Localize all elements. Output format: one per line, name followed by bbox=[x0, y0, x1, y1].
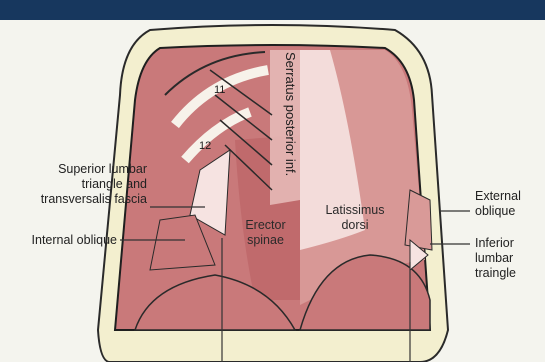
label-internal-oblique: Internal oblique bbox=[32, 233, 117, 248]
external-oblique-muscle bbox=[405, 190, 432, 250]
region-latissimus: Latissimus dorsi bbox=[320, 203, 390, 233]
rib-label-12: 12 bbox=[199, 140, 211, 152]
label-external-oblique: External oblique bbox=[475, 189, 521, 219]
region-serratus: Serratus posterior inf. bbox=[283, 52, 298, 176]
label-superior-lumbar: Superior lumbar triangle and transversal… bbox=[41, 162, 147, 207]
rib-label-11: 11 bbox=[214, 84, 225, 96]
label-inferior-lumbar: Inferior lumbar traingle bbox=[475, 236, 516, 281]
region-erector: Erector spinae bbox=[238, 218, 293, 248]
